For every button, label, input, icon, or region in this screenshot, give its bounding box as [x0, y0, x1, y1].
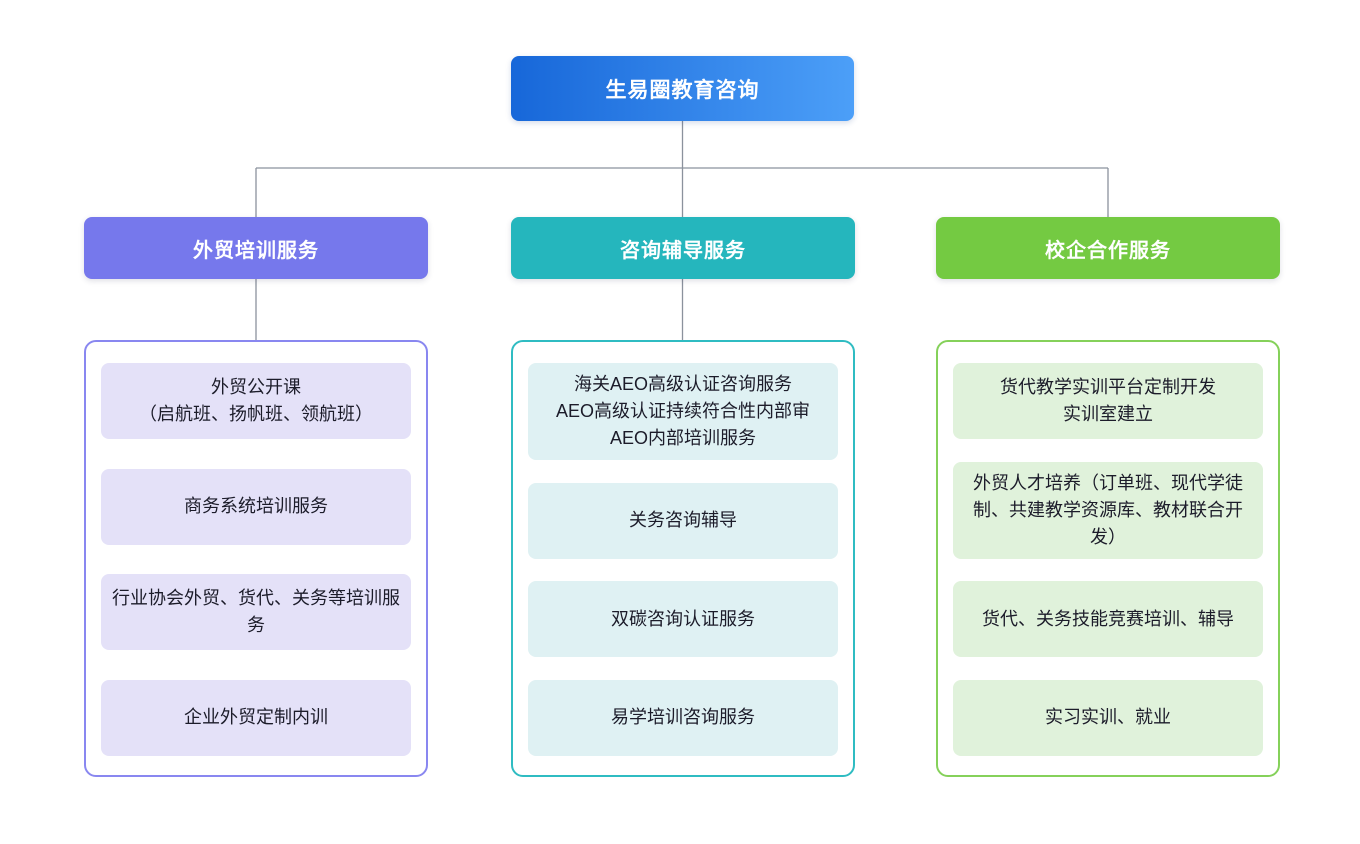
root-node-label: 生易圈教育咨询 — [605, 78, 760, 102]
service-item: 企业外贸定制内训 — [101, 679, 411, 756]
service-item: 双碳咨询认证服务 — [528, 581, 838, 658]
branch-container-school-enterprise-cooperation: 货代教学实训平台定制开发 实训室建立 外贸人才培养（订单班、现代学徒制、共建教学… — [936, 340, 1280, 777]
service-item-label: 易学培训咨询服务 — [611, 707, 755, 728]
service-item: 商务系统培训服务 — [101, 468, 411, 545]
branch-header-consulting-coaching: 咨询辅导服务 — [511, 217, 855, 279]
service-item-label: 货代、关务技能竞赛培训、辅导 — [982, 608, 1234, 629]
branch-school-enterprise-cooperation: 校企合作服务 货代教学实训平台定制开发 实训室建立 外贸人才培养（订单班、现代学… — [936, 217, 1280, 779]
branch-header-school-enterprise-cooperation: 校企合作服务 — [936, 217, 1280, 279]
service-item-label: 关务咨询辅导 — [629, 510, 737, 531]
service-item-label: 海关AEO高级认证咨询服务 AEO高级认证持续符合性内部审 AEO内部培训服务 — [555, 374, 810, 448]
branch-header-foreign-trade-training: 外贸培训服务 — [84, 217, 428, 279]
service-item: 实习实训、就业 — [953, 679, 1263, 756]
service-item-label: 双碳咨询认证服务 — [611, 608, 755, 629]
service-item: 易学培训咨询服务 — [528, 679, 838, 756]
branch-header-label: 校企合作服务 — [1045, 239, 1171, 262]
service-item: 关务咨询辅导 — [528, 482, 838, 559]
service-item-label: 商务系统培训服务 — [184, 496, 328, 517]
service-item: 货代教学实训平台定制开发 实训室建立 — [953, 363, 1263, 439]
service-item-label: 企业外贸定制内训 — [184, 707, 328, 728]
service-item-label: 行业协会外贸、货代、关务等培训服务 — [112, 588, 400, 636]
branch-header-label: 外贸培训服务 — [193, 239, 319, 262]
service-item-label: 外贸人才培养（订单班、现代学徒制、共建教学资源库、教材联合开发） — [973, 472, 1243, 547]
service-item-label: 货代教学实训平台定制开发 实训室建立 — [1000, 377, 1216, 424]
service-item: 外贸公开课 （启航班、扬帆班、领航班） — [101, 363, 411, 439]
service-item-label: 外贸公开课 （启航班、扬帆班、领航班） — [139, 377, 373, 424]
branch-foreign-trade-training: 外贸培训服务 外贸公开课 （启航班、扬帆班、领航班） 商务系统培训服务 行业协会… — [84, 217, 428, 779]
service-item: 海关AEO高级认证咨询服务 AEO高级认证持续符合性内部审 AEO内部培训服务 — [528, 363, 838, 460]
branch-consulting-coaching: 咨询辅导服务 海关AEO高级认证咨询服务 AEO高级认证持续符合性内部审 AEO… — [511, 217, 855, 779]
service-item: 外贸人才培养（订单班、现代学徒制、共建教学资源库、教材联合开发） — [953, 461, 1263, 559]
branch-header-label: 咨询辅导服务 — [620, 239, 746, 262]
branch-container-consulting-coaching: 海关AEO高级认证咨询服务 AEO高级认证持续符合性内部审 AEO内部培训服务 … — [511, 340, 855, 777]
service-item: 行业协会外贸、货代、关务等培训服务 — [101, 574, 411, 651]
service-item: 货代、关务技能竞赛培训、辅导 — [953, 581, 1263, 658]
root-node: 生易圈教育咨询 — [511, 56, 854, 121]
service-item-label: 实习实训、就业 — [1045, 707, 1171, 728]
branch-container-foreign-trade-training: 外贸公开课 （启航班、扬帆班、领航班） 商务系统培训服务 行业协会外贸、货代、关… — [84, 340, 428, 777]
